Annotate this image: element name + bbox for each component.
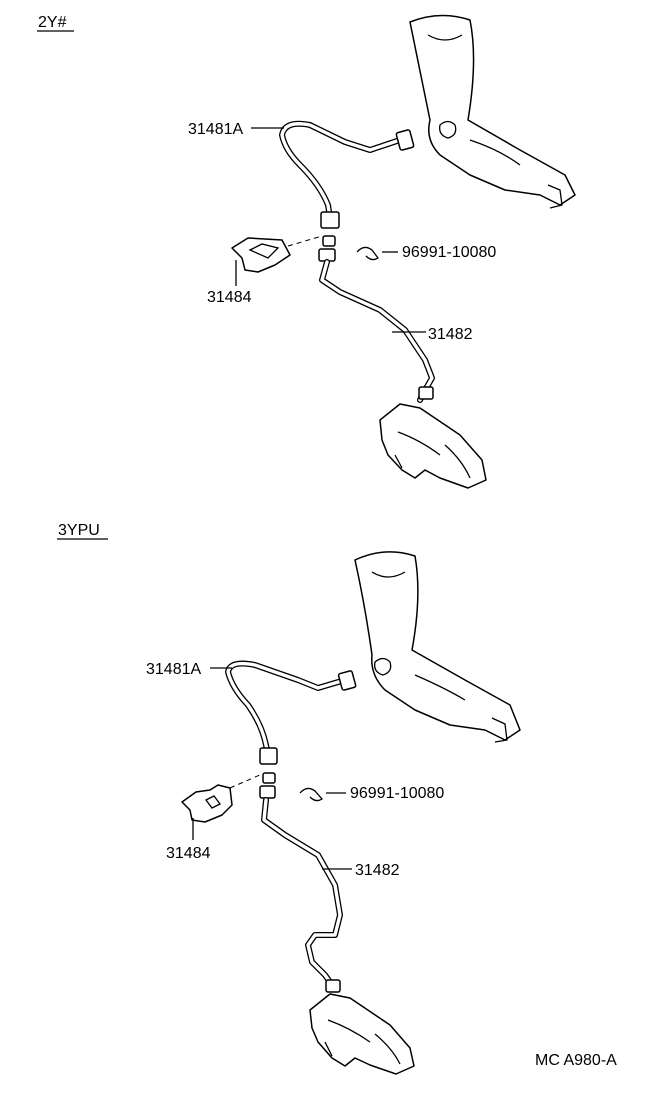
label-clip: 96991-10080 (350, 785, 444, 802)
section-2y: 2Y# (37, 14, 576, 489)
label-bracket: 31484 (207, 289, 252, 306)
clip-part (356, 246, 379, 261)
label-tube: 31482 (428, 326, 473, 343)
figure-code: MC A980-A (535, 1052, 617, 1069)
tube-31482 (261, 797, 343, 993)
bracket (181, 773, 263, 823)
label-clip: 96991-10080 (402, 244, 496, 261)
union-fitting (318, 235, 336, 262)
release-cylinder (309, 993, 415, 1075)
dashed-guide (287, 235, 323, 247)
master-cylinder (354, 551, 521, 743)
label-bracket: 31484 (166, 845, 211, 862)
master-cylinder (409, 14, 576, 209)
label-hose: 31481A (188, 121, 243, 138)
clip-part (299, 787, 323, 802)
section-header-3ypu: 3YPU (58, 522, 100, 539)
label-tube: 31482 (355, 862, 400, 879)
hose-31481a (279, 120, 415, 229)
union-fitting (259, 772, 276, 799)
section-header-2y: 2Y# (38, 14, 67, 31)
hose-31481a (225, 660, 357, 765)
section-3ypu: 3YPU (57, 522, 521, 1075)
bracket (231, 235, 323, 273)
release-cylinder (379, 403, 487, 489)
tube-31482 (319, 259, 435, 403)
label-hose: 31481A (146, 661, 201, 678)
dashed-guide (229, 773, 263, 789)
